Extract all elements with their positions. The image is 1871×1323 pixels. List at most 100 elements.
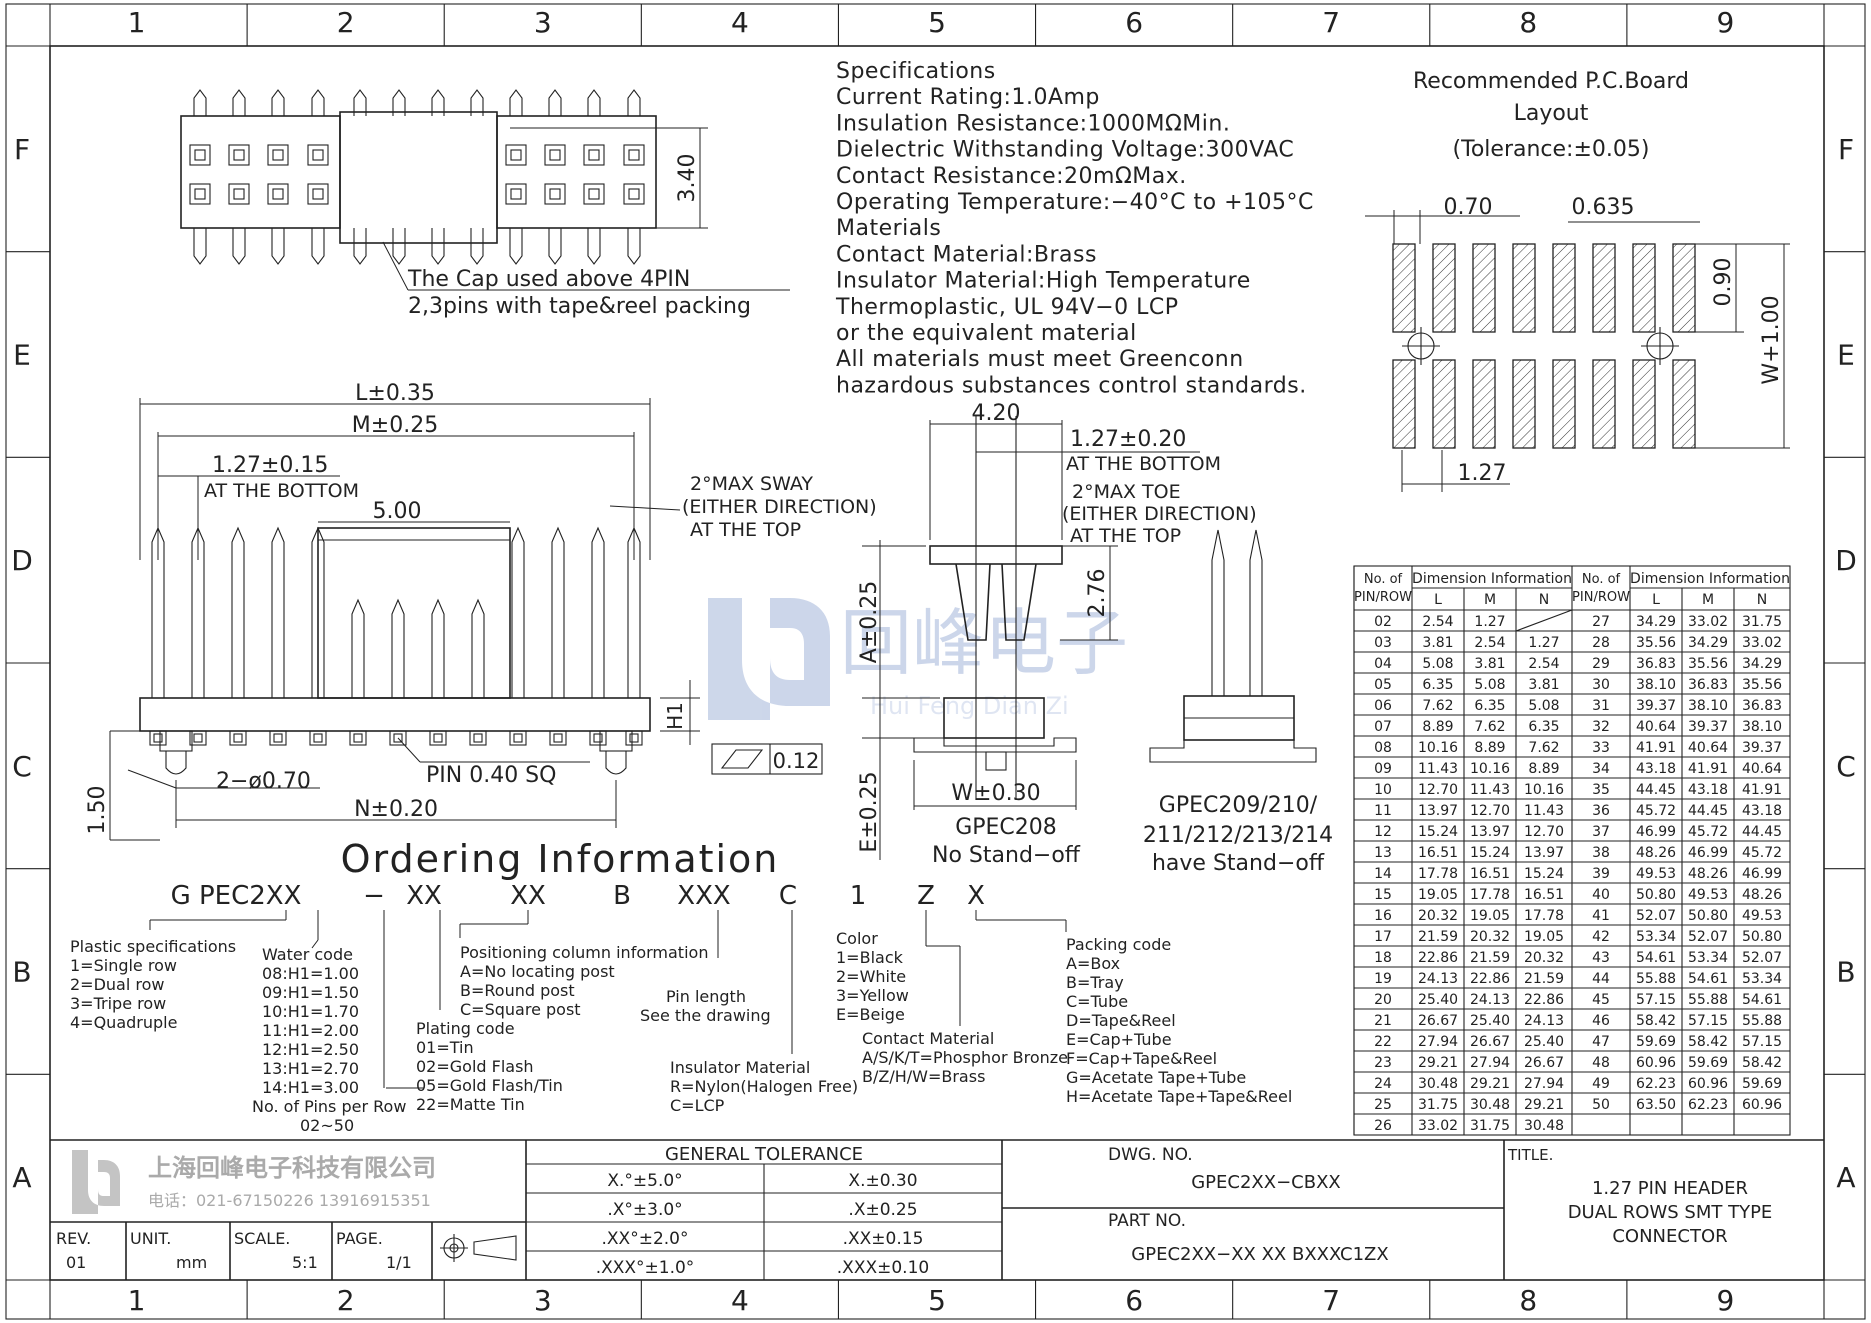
table-cell: 48 bbox=[1592, 1055, 1610, 1071]
spec-line: Contact Material:Brass bbox=[836, 242, 1097, 267]
pcb-dim-127: 1.27 bbox=[1458, 461, 1507, 486]
table-cell: 59.69 bbox=[1742, 1076, 1782, 1092]
grid-row-right-A: A bbox=[1836, 1161, 1855, 1194]
tol-angle: .XXX°±1.0° bbox=[596, 1258, 695, 1278]
table-cell: 36.83 bbox=[1742, 698, 1782, 714]
order-plating-line: 05=Gold Flash/Tin bbox=[416, 1076, 563, 1095]
dim-012: 0.12 bbox=[773, 749, 820, 773]
table-header-pin: No. of bbox=[1582, 572, 1621, 587]
table-header-col: L bbox=[1434, 592, 1442, 608]
table-cell: 33 bbox=[1592, 740, 1610, 756]
grid-col-bottom-2: 2 bbox=[337, 1284, 355, 1317]
order-code: G PEC2XX bbox=[171, 881, 302, 911]
tol-linear: .XXX±0.10 bbox=[837, 1258, 929, 1278]
table-cell: 6.35 bbox=[1474, 698, 1505, 714]
tol-title: GENERAL TOLERANCE bbox=[665, 1144, 863, 1165]
dim-N: N±0.20 bbox=[354, 797, 438, 822]
order-water-line: 12:H1=2.50 bbox=[262, 1040, 359, 1059]
table-cell: 54.61 bbox=[1742, 992, 1782, 1008]
order-position-line: Positioning column information bbox=[460, 943, 708, 962]
dim-070-side: 2−ø0.70 bbox=[216, 769, 311, 794]
toe-2: (EITHER DIRECTION) bbox=[1062, 503, 1257, 525]
table-cell: 39.37 bbox=[1636, 698, 1676, 714]
order-code: B bbox=[613, 881, 631, 911]
dim-L: L±0.35 bbox=[355, 381, 435, 406]
table-cell: 27.94 bbox=[1418, 1034, 1458, 1050]
table-cell: 49.53 bbox=[1688, 887, 1728, 903]
table-cell: 49.53 bbox=[1636, 866, 1676, 882]
toe-1: 2°MAX TOE bbox=[1072, 481, 1181, 503]
order-packing-line: D=Tape&Reel bbox=[1066, 1011, 1176, 1030]
table-cell: 23 bbox=[1374, 1055, 1392, 1071]
at-bottom-side: AT THE BOTTOM bbox=[204, 480, 359, 502]
table-cell: 48.26 bbox=[1688, 866, 1728, 882]
table-cell: 33.02 bbox=[1688, 614, 1728, 630]
table-cell: 43.18 bbox=[1636, 761, 1676, 777]
grid-row-right-B: B bbox=[1836, 956, 1855, 989]
spec-line: All materials must meet Greenconn bbox=[836, 347, 1244, 372]
standoff-1: GPEC209/210/ bbox=[1159, 793, 1318, 818]
table-cell: 39 bbox=[1592, 866, 1610, 882]
table-cell: 20.32 bbox=[1470, 929, 1510, 945]
dwg-label: DWG. NO. bbox=[1108, 1145, 1193, 1165]
table-cell: 53.34 bbox=[1742, 971, 1782, 987]
order-packing-line: F=Cap+Tape&Reel bbox=[1066, 1049, 1217, 1068]
standoff-2: 211/212/213/214 bbox=[1143, 823, 1333, 848]
table-cell: 19.05 bbox=[1470, 908, 1510, 924]
table-cell: 41.91 bbox=[1636, 740, 1676, 756]
table-cell: 39.37 bbox=[1742, 740, 1782, 756]
table-cell: 43.18 bbox=[1688, 782, 1728, 798]
table-cell: 8.89 bbox=[1474, 740, 1505, 756]
order-plating-line: 02=Gold Flash bbox=[416, 1057, 534, 1076]
order-water-line: 08:H1=1.00 bbox=[262, 964, 359, 983]
pcb-dim-0635: 0.635 bbox=[1572, 195, 1635, 220]
table-cell: 26.67 bbox=[1470, 1034, 1510, 1050]
spec-line: or the equivalent material bbox=[836, 321, 1137, 346]
pcb-dim-090: 0.90 bbox=[1711, 258, 1736, 307]
table-cell: 10.16 bbox=[1418, 740, 1458, 756]
table-cell: 40.64 bbox=[1636, 719, 1676, 735]
table-cell: 13.97 bbox=[1524, 845, 1564, 861]
scale-value: 5:1 bbox=[292, 1253, 318, 1272]
end-view-standoff: GPEC209/210/ 211/212/213/214 have Stand−… bbox=[1143, 529, 1333, 876]
table-cell: 3.81 bbox=[1474, 656, 1505, 672]
table-cell: 29.21 bbox=[1524, 1097, 1564, 1113]
table-cell: 15.24 bbox=[1524, 866, 1564, 882]
order-plastic-line: 3=Tripe row bbox=[70, 994, 166, 1013]
order-insulator-line: C=LCP bbox=[670, 1096, 725, 1115]
table-cell: 57.15 bbox=[1688, 1013, 1728, 1029]
table-header-pin: PIN/ROW bbox=[1572, 590, 1630, 605]
table-cell: 19 bbox=[1374, 971, 1392, 987]
table-cell: 39.37 bbox=[1688, 719, 1728, 735]
grid-row-right-E: E bbox=[1837, 339, 1855, 372]
title-block: 上海回峰电子科技有限公司 电话：021-67150226 13916915351… bbox=[50, 1139, 1824, 1280]
table-header-col: L bbox=[1652, 592, 1660, 608]
table-cell: 30.48 bbox=[1470, 1097, 1510, 1113]
table-cell: 38.10 bbox=[1742, 719, 1782, 735]
grid-col-top-1: 1 bbox=[128, 6, 146, 39]
order-color-line: Color bbox=[836, 929, 878, 948]
table-cell: 60.96 bbox=[1742, 1097, 1782, 1113]
table-cell: 31.75 bbox=[1470, 1118, 1510, 1134]
order-plastic-line: 4=Quadruple bbox=[70, 1013, 177, 1032]
table-cell: 05 bbox=[1374, 677, 1392, 693]
table-cell: 58.42 bbox=[1636, 1013, 1676, 1029]
table-cell: 25.40 bbox=[1470, 1013, 1510, 1029]
table-cell: 43.18 bbox=[1742, 803, 1782, 819]
table-cell: 29 bbox=[1592, 656, 1610, 672]
table-cell: 06 bbox=[1374, 698, 1392, 714]
order-plating-line: 01=Tin bbox=[416, 1038, 474, 1057]
table-cell: 27.94 bbox=[1524, 1076, 1564, 1092]
pcb-layout: Recommended P.C.Board Layout (Tolerance:… bbox=[1365, 69, 1790, 492]
order-plastic-line: Plastic specifications bbox=[70, 937, 236, 956]
table-cell: 8.89 bbox=[1422, 719, 1453, 735]
grid-col-top-4: 4 bbox=[731, 6, 749, 39]
table-cell: 13.97 bbox=[1470, 824, 1510, 840]
table-cell: 50.80 bbox=[1636, 887, 1676, 903]
rev-value: 01 bbox=[66, 1253, 86, 1272]
at-bottom-end: AT THE BOTTOM bbox=[1066, 453, 1221, 475]
order-color-line: 1=Black bbox=[836, 948, 904, 967]
table-cell: 6.35 bbox=[1422, 677, 1453, 693]
dim-A: A±0.25 bbox=[857, 581, 882, 663]
table-header-dim: Dimension Information bbox=[1412, 571, 1572, 587]
